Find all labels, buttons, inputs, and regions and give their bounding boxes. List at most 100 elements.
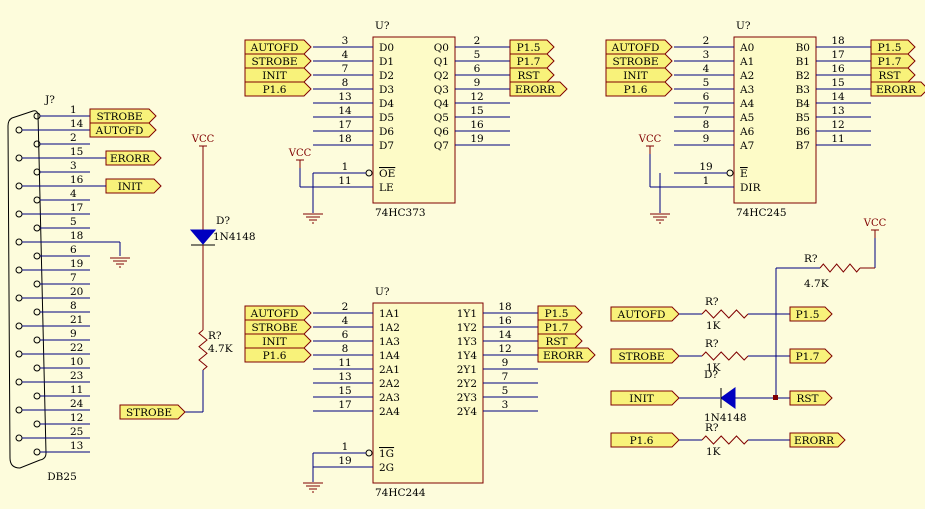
net-port-p17: P1.7	[537, 319, 583, 335]
port-shape	[119, 404, 186, 420]
net-port-strobe: STROBE	[610, 348, 680, 364]
pin-name: 2A2	[379, 378, 400, 390]
junction-dot	[773, 395, 778, 400]
port-shape	[789, 348, 833, 364]
port-shape	[789, 390, 833, 406]
pin-number: 12	[470, 91, 483, 103]
pin-number: 12	[498, 343, 511, 355]
pin-name: 1Y2	[457, 322, 477, 334]
resistor-ref: R?	[705, 296, 719, 308]
pin-circle	[33, 112, 41, 120]
pin-circle	[15, 378, 23, 386]
resistor-zigzag	[819, 263, 861, 273]
pin-name: A4	[739, 98, 755, 110]
pin-number: 13	[338, 371, 351, 383]
pin-number: 11	[831, 133, 844, 145]
db25-connector: J?11421531641751861972082192210231124122…	[7, 94, 162, 483]
port-label: STROBE	[612, 56, 658, 68]
port-label: STROBE	[126, 407, 172, 419]
port-shape	[537, 305, 583, 321]
vcc-label: VCC	[638, 134, 662, 145]
pin-circle	[15, 294, 23, 302]
port-label: P1.7	[517, 56, 541, 68]
net-port-erorr: ERORR	[537, 347, 596, 363]
port-label: P1.6	[263, 84, 287, 96]
diode-part: 1N4148	[704, 412, 747, 424]
port-label: RST	[545, 336, 567, 348]
port-label: P1.5	[517, 42, 541, 54]
port-shape	[89, 122, 157, 138]
port-shape	[244, 81, 312, 97]
port-shape	[244, 333, 312, 349]
net-port-strobe: STROBE	[119, 404, 186, 420]
direct-row: R?1K	[679, 422, 790, 458]
pin-circle	[33, 392, 41, 400]
pin-number: 15	[470, 105, 483, 117]
pin-number: 2	[703, 35, 710, 47]
pin-number: 6	[474, 63, 481, 75]
vcc-symbol: VCC	[191, 134, 215, 154]
pin-number: 3	[342, 35, 349, 47]
pin-number: 8	[342, 77, 349, 89]
pin-name: A5	[739, 112, 754, 124]
net-port-rst: RST	[870, 67, 916, 83]
connector-ref: J?	[44, 94, 55, 106]
pin-number: 16	[498, 315, 512, 327]
pin-name: D1	[379, 56, 394, 68]
pin-number: 11	[338, 175, 351, 187]
pin-name: E	[740, 168, 748, 180]
vcc-label: VCC	[863, 218, 887, 229]
pin-name: 1A3	[379, 336, 400, 348]
pin-number: 5	[502, 385, 509, 397]
pin-name: Q2	[434, 70, 449, 82]
pin-number: 2	[474, 35, 481, 47]
pin-number: 1	[342, 441, 349, 453]
pin-circle	[33, 420, 41, 428]
port-shape	[244, 319, 312, 335]
pin-number: 19	[699, 161, 712, 173]
pin-number: 13	[831, 105, 844, 117]
pin-circle	[15, 266, 23, 274]
ic-74hc244: U?74HC24421A1AUTOFD41A2STROBE61A3INIT81A…	[244, 286, 596, 499]
ic-74hc245: U?74HC2452A0AUTOFD3A1STROBE4A2INIT5A3P1.…	[605, 20, 925, 224]
net-port-init: INIT	[105, 178, 162, 194]
pin-number: 16	[831, 63, 845, 75]
port-shape	[789, 432, 846, 448]
net-port-init: INIT	[610, 390, 680, 406]
pin-name: 1Y1	[457, 308, 477, 320]
pin-circle	[15, 126, 23, 134]
pin-circle	[15, 434, 23, 442]
pin-number: 14	[70, 118, 84, 130]
port-label: RST	[878, 70, 900, 82]
pin-number: 8	[70, 300, 77, 312]
pin-number: 15	[831, 77, 844, 89]
pin-circle	[33, 364, 41, 372]
pin-number: 17	[338, 399, 351, 411]
pin-number: 15	[70, 146, 83, 158]
port-shape	[244, 53, 312, 69]
port-shape	[244, 39, 312, 55]
port-label: ERORR	[876, 84, 917, 96]
net-port-p16: P1.6	[244, 81, 312, 97]
pin-name: 1A4	[379, 350, 400, 362]
port-shape	[244, 347, 312, 363]
port-label: P1.7	[878, 56, 902, 68]
port-shape	[870, 67, 916, 83]
pin-name: A1	[739, 56, 754, 68]
connector-part: DB25	[47, 471, 77, 483]
pin-name: Q4	[434, 98, 450, 110]
pin-name: Q5	[434, 112, 449, 124]
pin-number: 21	[70, 314, 83, 326]
pin-number: 7	[342, 63, 349, 75]
net-port-p16: P1.6	[605, 81, 673, 97]
pin-number: 16	[70, 174, 84, 186]
port-shape	[605, 67, 673, 83]
pin-number: 2	[70, 132, 77, 144]
pin-number: 17	[70, 202, 83, 214]
pin-name: 1A1	[379, 308, 400, 320]
pin-number: 4	[70, 188, 77, 200]
pin-number: 5	[70, 216, 77, 228]
pin-name: 2G	[379, 462, 394, 474]
port-shape	[105, 178, 162, 194]
